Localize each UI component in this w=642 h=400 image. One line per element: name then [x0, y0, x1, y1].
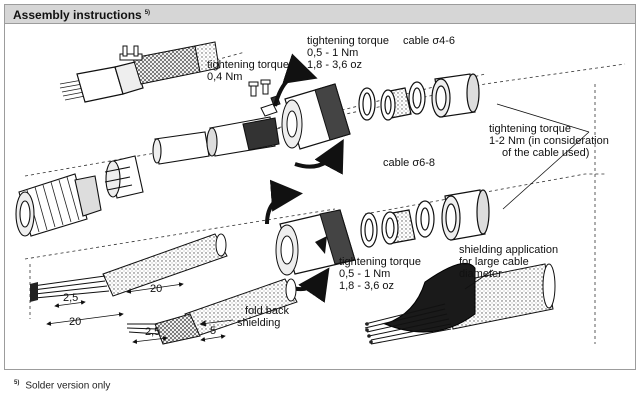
dim-d: 2,5 — [145, 326, 160, 338]
assembly-diagram: tightening torque 0,4 Nm tightening torq… — [15, 35, 626, 345]
coupling-ring-top — [273, 53, 351, 175]
screws — [248, 79, 281, 117]
receptacle-body — [15, 173, 102, 237]
seal-rings-top — [358, 73, 480, 121]
assembly-diagram-frame: tightening torque 0,4 Nm tightening torq… — [4, 24, 636, 370]
shielding-application-label: shielding application for large cable di… — [459, 244, 561, 280]
dimension-lines — [46, 282, 234, 344]
torque-right-label: tightening torque 1-2 Nm (in considerati… — [489, 123, 612, 159]
dim-e: 5 — [210, 325, 216, 337]
dim-c: 20 — [150, 283, 162, 295]
shielding-application — [364, 262, 556, 345]
torque-bottom-label: tightening torque 0,5 - 1 Nm 1,8 - 3,6 o… — [339, 256, 424, 292]
pointer-lines — [464, 103, 590, 290]
coupling-ring-bottom — [265, 179, 356, 303]
torque-small-label: tightening torque 0,4 Nm — [207, 59, 292, 83]
torque-top-label: tightening torque 0,5 - 1 Nm 1,8 - 3,6 o… — [307, 35, 392, 71]
cable-mid-label: cable σ6-8 — [383, 157, 435, 169]
top-contact-insert — [59, 41, 220, 103]
middle-sleeves — [152, 116, 280, 165]
stripped-cable-1 — [30, 233, 228, 302]
cable-top-label: cable σ4-6 — [403, 35, 455, 47]
footnote: 5)Solder version only — [14, 380, 111, 392]
seal-rings-mid — [360, 189, 490, 248]
pin-insert — [104, 155, 144, 199]
dim-b: 20 — [69, 316, 81, 328]
fold-back-label: fold back shielding — [237, 305, 292, 329]
dim-a: 2,5 — [63, 292, 78, 304]
